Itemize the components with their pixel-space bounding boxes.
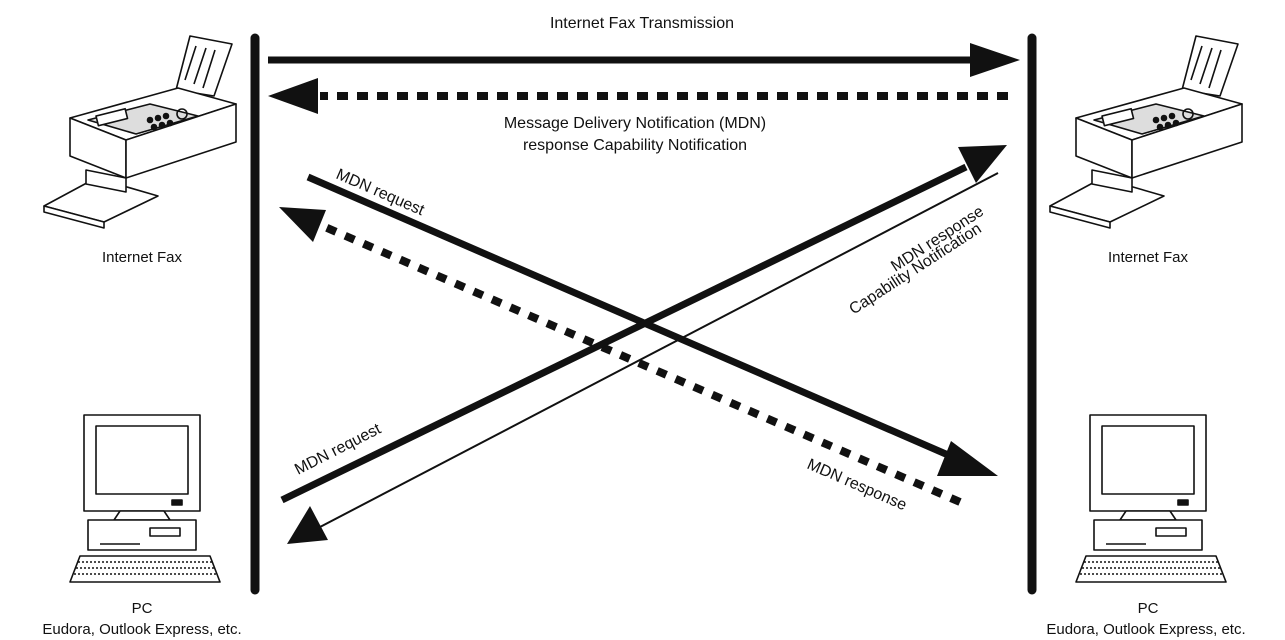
left-fax-label: Internet Fax: [102, 249, 183, 266]
mdn-notification-line2: response Capability Notification: [523, 137, 747, 154]
right-fax-label: Internet Fax: [1108, 249, 1189, 266]
fax-mdn-request-arrow: [306, 173, 998, 476]
pc-mdn-response-label: MDN response: [804, 456, 909, 514]
right-pc-software: Eudora, Outlook Express, etc.: [1046, 621, 1245, 638]
left-pc-icon: [69, 414, 221, 583]
mdn-notification-line1: Message Delivery Notification (MDN): [504, 115, 766, 132]
left-fax-machine-icon: [43, 35, 237, 229]
top-arrow-label: Internet Fax Transmission: [550, 15, 734, 32]
fax-mdn-capability-line2: Capability Notification: [846, 220, 984, 318]
left-pc-label: PC: [132, 600, 153, 617]
pc-mdn-response-arrow: [287, 172, 999, 544]
fax-transmission-arrow: [268, 43, 1020, 77]
right-pc-icon: [1075, 414, 1227, 583]
right-fax-machine-icon: [1049, 35, 1243, 229]
mdn-capability-notification-arrow: [268, 78, 1008, 114]
fax-mdn-capability-arrow: [279, 207, 962, 506]
pc-mdn-request-arrow: [280, 145, 1007, 504]
right-pc-label: PC: [1138, 600, 1159, 617]
left-pc-software: Eudora, Outlook Express, etc.: [42, 621, 241, 638]
